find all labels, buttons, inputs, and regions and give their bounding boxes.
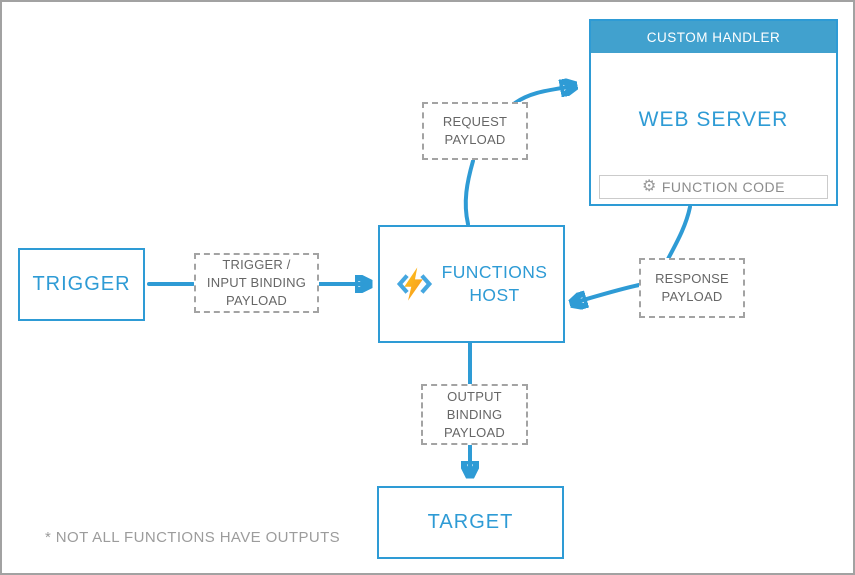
- wire-response-payload-to-host: [573, 283, 641, 303]
- response-payload-label: RESPONSE PAYLOAD: [655, 271, 729, 304]
- request-payload-node: REQUEST PAYLOAD: [422, 102, 528, 160]
- request-payload-label: REQUEST PAYLOAD: [442, 114, 508, 147]
- custom-handler-header: CUSTOM HANDLER: [591, 21, 836, 53]
- trigger-input-binding-payload-label: TRIGGER / INPUT BINDING PAYLOAD: [206, 257, 307, 308]
- gear-icon: ⚙: [641, 178, 657, 195]
- azure-functions-lightning-icon: [396, 267, 433, 301]
- response-payload-node: RESPONSE PAYLOAD: [639, 258, 745, 318]
- custom-handler-node: CUSTOM HANDLER WEB SERVER ⚙ FUNCTION COD…: [589, 19, 838, 206]
- target-node-label: TARGET: [427, 511, 514, 533]
- function-code-box: ⚙ FUNCTION CODE: [599, 175, 828, 199]
- web-server-label: WEB SERVER: [638, 107, 789, 131]
- trigger-input-binding-payload-node: TRIGGER / INPUT BINDING PAYLOAD: [194, 253, 319, 313]
- function-code-label: FUNCTION CODE: [661, 179, 785, 195]
- functions-host-node: FUNCTIONS HOST: [378, 225, 565, 343]
- wire-host-to-request-payload: [463, 159, 475, 226]
- wire-custom-handler-to-response-payload: [666, 205, 692, 261]
- wire-request-payload-to-custom-handler: [513, 86, 574, 105]
- target-node: TARGET: [377, 486, 564, 559]
- trigger-node: TRIGGER: [18, 248, 145, 321]
- custom-handler-body: WEB SERVER ⚙ FUNCTION CODE: [591, 53, 836, 204]
- trigger-node-label: TRIGGER: [32, 273, 131, 295]
- footnote: * NOT ALL FUNCTIONS HAVE OUTPUTS: [45, 529, 341, 546]
- output-binding-payload-label: OUTPUT BINDING PAYLOAD: [444, 388, 505, 440]
- functions-host-label: FUNCTIONS HOST: [441, 261, 548, 305]
- output-binding-payload-node: OUTPUT BINDING PAYLOAD: [421, 384, 528, 445]
